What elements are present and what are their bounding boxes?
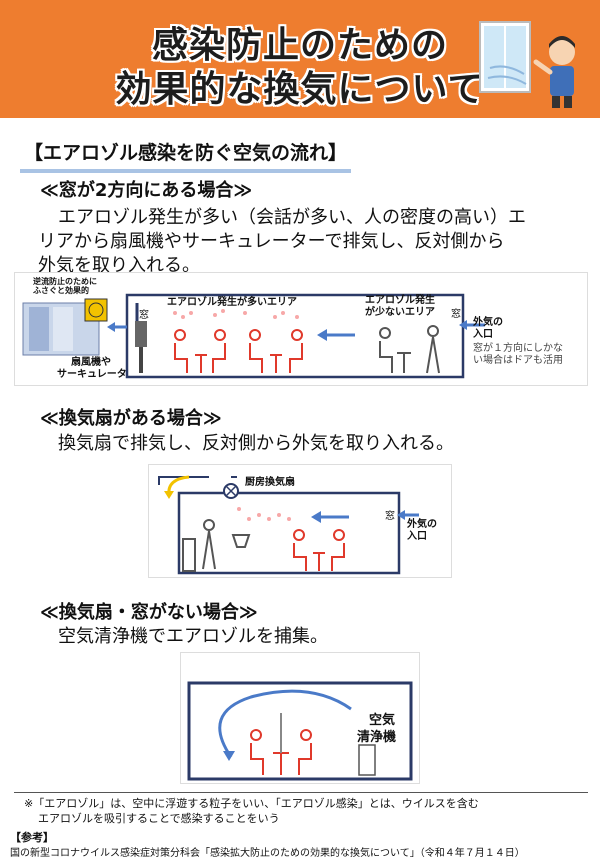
page-title-line2: 効果的な換気について [115, 69, 485, 110]
case1-body-line2: リアから扇風機やサーキュレーターで排気し、反対側から [38, 231, 505, 252]
case1-high-area-label: エアロゾル発生が多いエリア [167, 297, 297, 308]
fan-icon [84, 298, 108, 322]
airflow-arrow-icon [107, 320, 485, 341]
case1-backflow-note-2: ふさぐと効果的 [33, 286, 89, 295]
case1-heading: ≪窓が2方向にある場合≫ [40, 180, 253, 201]
airflow-arrow-icon [218, 689, 352, 761]
case1-fan-label-2: サーキュレータ [57, 369, 127, 380]
case1-window-label-right: 窓 [451, 309, 461, 320]
fan-icon [223, 483, 239, 499]
aerosol-dots-icon [237, 507, 291, 521]
case1-inlet-label-1: 外気の [473, 317, 503, 328]
case1-window-label: 窓 [139, 310, 149, 321]
case1-fan-label-1: 扇風機や [71, 357, 111, 368]
person-icon [250, 713, 312, 775]
footnote-line1: ※「エアロゾル」は、空中に浮遊する粒子をいい、「エアロゾル感染」とは、ウイルスを… [24, 797, 479, 810]
person-icon [174, 329, 303, 373]
case1-door-note-2: い場合はドアも活用 [473, 355, 563, 366]
case2-heading: ≪換気扇がある場合≫ [40, 408, 222, 429]
person-icon [182, 519, 251, 572]
case2-fan-label: 厨房換気扇 [245, 477, 295, 488]
aerosol-dots-icon [173, 309, 299, 319]
person-icon [379, 325, 440, 374]
case1-body-line1: エアロゾル発生が多い（会話が多い、人の密度の高い）エ [58, 207, 526, 228]
case1-backflow-note-1: 逆流防止のために [33, 277, 97, 286]
case3-heading: ≪換気扇・窓がない場合≫ [40, 602, 258, 623]
case1-low-area-label-1: エアロゾル発生 [365, 295, 435, 306]
section-heading: 【エアロゾル感染を防ぐ空気の流れ】 [20, 138, 352, 173]
case1-body-line3: 外気を取り入れる。 [38, 255, 200, 276]
person-opening-window-icon [479, 21, 575, 108]
reference-heading: 【参考】 [10, 831, 54, 844]
case3-purifier-label-2: 清浄機 [357, 730, 397, 745]
footnote-divider [14, 792, 588, 793]
case3-body: 空気清浄機でエアロゾルを捕集。 [58, 626, 328, 647]
person-icon [293, 529, 345, 571]
case3-purifier-label-1: 空気 [369, 713, 396, 728]
air-purifier-icon [358, 744, 376, 776]
footnote-line2: エアロゾルを吸引することで感染することをいう [38, 812, 280, 825]
page-title-line1: 感染防止のための [151, 25, 448, 66]
case1-low-area-label-2: が少ないエリア [365, 307, 435, 318]
header-banner: 感染防止のための 効果的な換気について [0, 0, 600, 118]
case2-body: 換気扇で排気し、反対側から外気を取り入れる。 [58, 433, 454, 454]
case1-inlet-label-2: 入口 [473, 329, 493, 340]
case2-diagram: 厨房換気扇 窓 外気の 入口 [148, 464, 452, 578]
case2-inlet-label-2: 入口 [407, 531, 427, 542]
case1-diagram: 逆流防止のために ふさぐと効果的 窓 扇風機や サーキュレータ エアロゾル発生が… [14, 272, 588, 386]
airflow-arrow-icon [164, 475, 419, 523]
reference-text: 国の新型コロナウイルス感染症対策分科会「感染拡大防止のための効果的な換気について… [10, 848, 525, 859]
case2-window-label: 窓 [385, 511, 395, 522]
case3-diagram: 空気 清浄機 [180, 652, 420, 784]
case1-door-note-1: 窓が１方向にしかな [473, 343, 563, 354]
case2-inlet-label-1: 外気の [407, 519, 437, 530]
